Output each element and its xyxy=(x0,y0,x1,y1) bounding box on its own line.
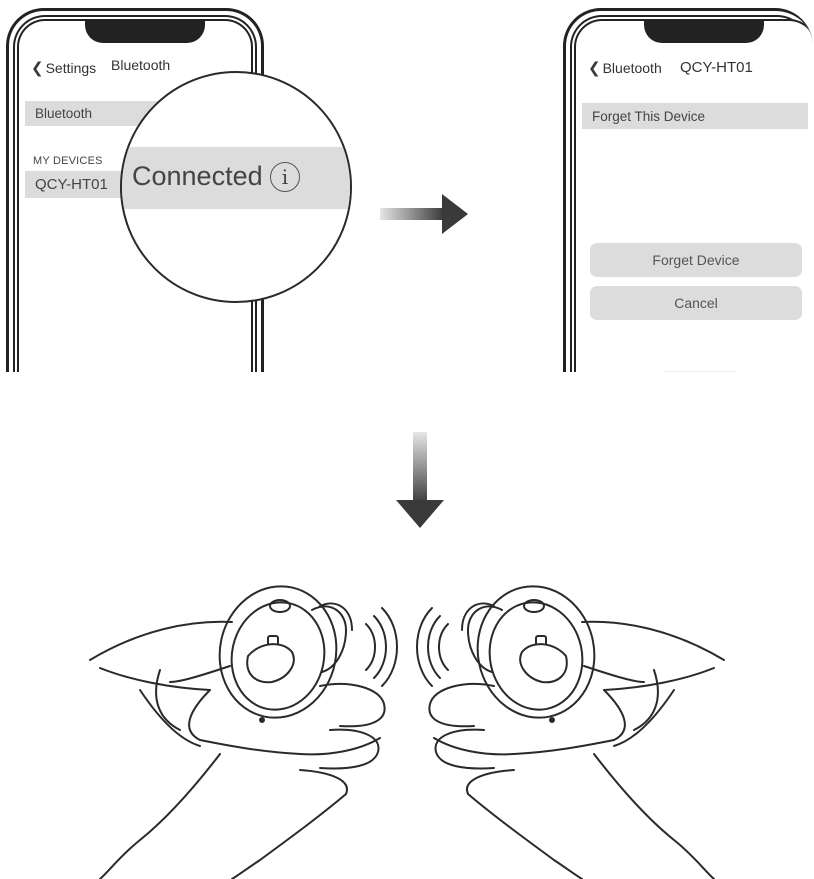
forget-device-button[interactable]: Forget Device xyxy=(590,243,802,277)
magnified-device-row xyxy=(122,147,350,209)
screen-title: QCY-HT01 xyxy=(680,59,753,76)
right-arrow xyxy=(380,190,470,240)
back-button[interactable]: ❮ Settings xyxy=(31,59,96,77)
cancel-button[interactable]: Cancel xyxy=(590,286,802,320)
phone-notch xyxy=(644,21,764,43)
chevron-left-icon: ❮ xyxy=(588,60,601,77)
phone-notch xyxy=(85,21,205,43)
down-arrow xyxy=(394,432,446,532)
forget-this-device-row[interactable]: Forget This Device xyxy=(582,103,808,129)
chevron-left-icon: ❮ xyxy=(31,60,44,77)
earbud-reset-illustration xyxy=(0,570,814,879)
back-label: Settings xyxy=(45,60,97,76)
back-button[interactable]: ❮ Bluetooth xyxy=(588,59,662,77)
my-devices-label: MY DEVICES xyxy=(33,155,103,167)
device-name: QCY-HT01 xyxy=(35,176,108,193)
back-label: Bluetooth xyxy=(602,60,662,76)
forget-device-label: Forget Device xyxy=(652,252,740,268)
right-phone-screen: ❮ Bluetooth QCY-HT01 Forget This Device … xyxy=(574,19,813,372)
magnifier-callout: Connected i xyxy=(120,71,352,303)
right-hand-earbud xyxy=(416,585,725,879)
forget-this-device-label: Forget This Device xyxy=(592,108,706,124)
screen-title: Bluetooth xyxy=(111,57,171,73)
connected-status: Connected xyxy=(132,161,263,191)
right-phone: ❮ Bluetooth QCY-HT01 Forget This Device … xyxy=(563,8,813,372)
home-indicator xyxy=(664,371,736,372)
left-hand-earbud xyxy=(89,585,398,879)
bluetooth-row-label: Bluetooth xyxy=(35,106,93,121)
cancel-label: Cancel xyxy=(674,295,718,311)
info-icon[interactable]: i xyxy=(270,162,300,192)
